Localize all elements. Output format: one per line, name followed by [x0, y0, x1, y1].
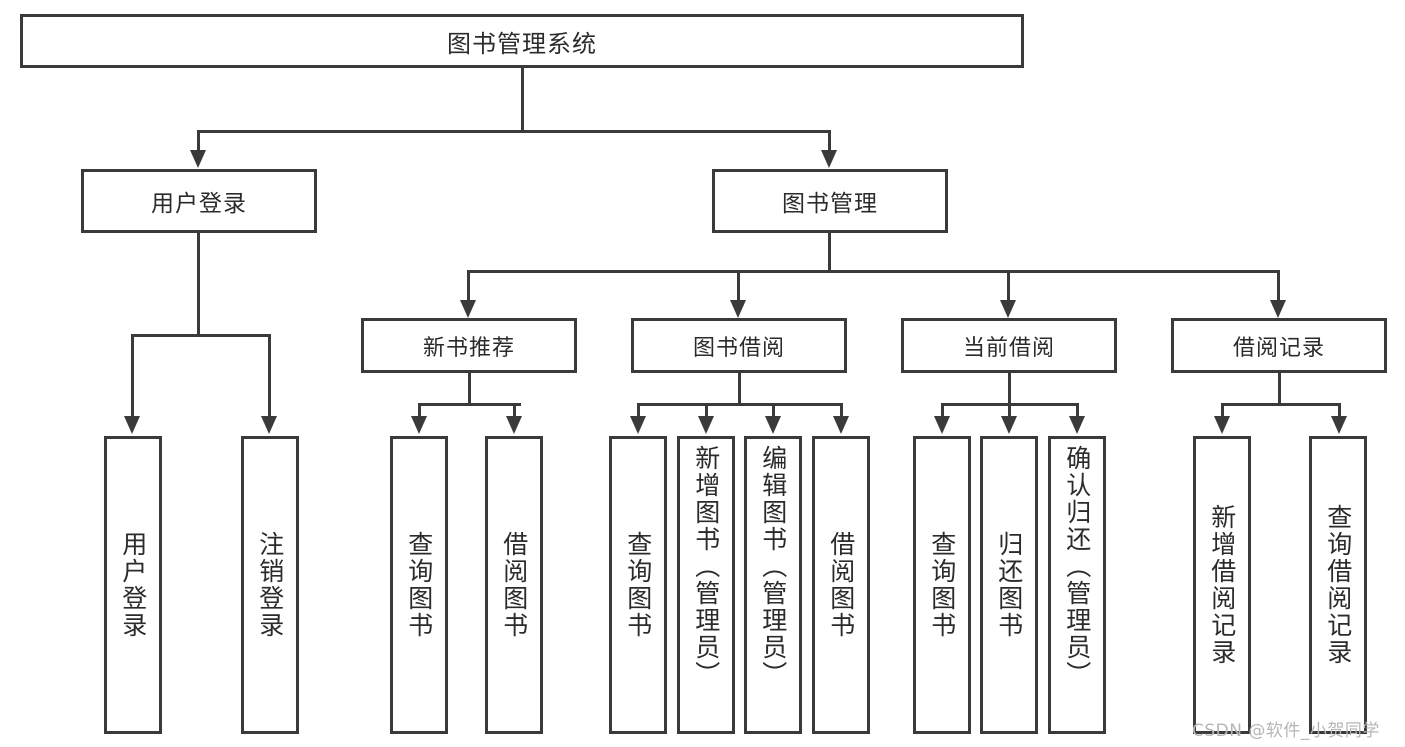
node-book-management[interactable]: 图书管理 [712, 169, 948, 233]
connector-bb-drop-1 [637, 403, 640, 418]
arrow-to-leaf-user-login [124, 416, 140, 434]
arrow-to-new-book-recommend [460, 300, 476, 318]
connector-book-management-bar [467, 270, 1279, 273]
node-leaf-logout-login[interactable]: 注销登录 [241, 436, 299, 734]
connector-bm-drop-2 [737, 270, 740, 302]
arrow-to-leaf-add-borrow-record [1214, 416, 1230, 434]
connector-nbr-drop-1 [418, 403, 421, 418]
arrow-to-borrow-record [1270, 300, 1286, 318]
connector-bm-drop-4 [1277, 270, 1280, 302]
node-borrow-record[interactable]: 借阅记录 [1171, 318, 1387, 373]
node-leaf-add-book[interactable]: 新增图书（管理员） [677, 436, 735, 734]
connector-bm-drop-1 [467, 270, 470, 302]
arrow-root-to-user-login [190, 150, 206, 168]
arrow-to-leaf-borrow-book-2 [833, 416, 849, 434]
connector-root-to-book-management [828, 130, 831, 152]
node-leaf-borrow-book-2[interactable]: 借阅图书 [812, 436, 870, 734]
node-label: 新书推荐 [422, 335, 515, 361]
arrow-to-leaf-edit-book [765, 416, 781, 434]
arrow-to-leaf-query-borrow-record [1331, 416, 1347, 434]
arrow-to-current-borrow [1000, 300, 1016, 318]
connector-nbr-stem [468, 373, 471, 403]
arrow-to-leaf-logout-login [261, 416, 277, 434]
node-label: 用户登录 [118, 531, 148, 639]
arrow-root-to-book-management [821, 150, 837, 168]
connector-root-bar [197, 130, 831, 133]
connector-cb-drop-1 [941, 403, 944, 418]
node-label: 图书管理系统 [447, 29, 597, 58]
node-label: 图书借阅 [692, 335, 785, 361]
connector-nbr-drop-2 [513, 403, 516, 418]
node-label: 新增借阅记录 [1207, 504, 1237, 666]
node-label: 借阅记录 [1232, 335, 1325, 361]
node-label: 图书管理 [782, 191, 878, 217]
node-leaf-query-book-3[interactable]: 查询图书 [913, 436, 971, 734]
arrow-to-leaf-confirm-return [1069, 416, 1085, 434]
node-current-borrow[interactable]: 当前借阅 [901, 318, 1117, 373]
connector-bm-drop-3 [1007, 270, 1010, 302]
connector-br-stem [1278, 373, 1281, 403]
connector-bb-stem [738, 373, 741, 403]
connector-nbr-bar [418, 403, 521, 406]
connector-cb-stem [1008, 373, 1011, 403]
node-label: 查询图书 [404, 531, 434, 639]
node-leaf-user-login[interactable]: 用户登录 [104, 436, 162, 734]
connector-book-management-stem [828, 233, 831, 270]
node-label: 查询图书 [927, 531, 957, 639]
node-label: 借阅图书 [826, 531, 856, 639]
node-leaf-query-book-1[interactable]: 查询图书 [390, 436, 448, 734]
arrow-to-leaf-query-book-2 [630, 416, 646, 434]
node-label: 用户登录 [151, 191, 247, 217]
watermark-text: CSDN @软件_小贺同学 [1192, 721, 1380, 741]
node-root-system[interactable]: 图书管理系统 [20, 14, 1024, 68]
connector-bb-drop-2 [705, 403, 708, 418]
connector-br-bar [1221, 403, 1338, 406]
node-label: 归还图书 [994, 531, 1024, 639]
node-label: 查询借阅记录 [1323, 504, 1353, 666]
arrow-to-leaf-query-book-3 [934, 416, 950, 434]
connector-user-login-drop-2 [268, 334, 271, 418]
connector-user-login-bar [131, 334, 268, 337]
node-leaf-query-book-2[interactable]: 查询图书 [609, 436, 667, 734]
arrow-to-leaf-return-book [1001, 416, 1017, 434]
node-label: 确认归还（管理员） [1062, 445, 1092, 688]
node-label: 编辑图书（管理员） [758, 445, 788, 688]
node-leaf-add-borrow-record[interactable]: 新增借阅记录 [1193, 436, 1251, 734]
node-new-book-recommend[interactable]: 新书推荐 [361, 318, 577, 373]
node-leaf-borrow-book-1[interactable]: 借阅图书 [485, 436, 543, 734]
node-leaf-return-book[interactable]: 归还图书 [980, 436, 1038, 734]
connector-bb-drop-3 [772, 403, 775, 418]
connector-br-drop-1 [1221, 403, 1224, 418]
node-label: 新增图书（管理员） [691, 445, 721, 688]
connector-user-login-drop-1 [131, 334, 134, 418]
connector-cb-drop-3 [1076, 403, 1079, 418]
node-book-borrow[interactable]: 图书借阅 [631, 318, 847, 373]
connector-cb-drop-2 [1008, 403, 1011, 418]
connector-user-login-stem [197, 233, 200, 334]
connector-br-drop-2 [1338, 403, 1341, 418]
connector-bb-bar [637, 403, 840, 406]
node-leaf-query-borrow-record[interactable]: 查询借阅记录 [1309, 436, 1367, 734]
node-label: 借阅图书 [499, 531, 529, 639]
node-label: 查询图书 [623, 531, 653, 639]
node-user-login[interactable]: 用户登录 [81, 169, 317, 233]
node-leaf-confirm-return[interactable]: 确认归还（管理员） [1048, 436, 1106, 734]
node-label: 当前借阅 [962, 335, 1055, 361]
node-leaf-edit-book[interactable]: 编辑图书（管理员） [744, 436, 802, 734]
arrow-to-leaf-query-book-1 [411, 416, 427, 434]
connector-root-to-user-login [197, 130, 200, 152]
arrow-to-leaf-add-book [698, 416, 714, 434]
arrow-to-leaf-borrow-book-1 [506, 416, 522, 434]
arrow-to-book-borrow [730, 300, 746, 318]
node-label: 注销登录 [255, 531, 285, 639]
connector-root-stem [521, 68, 524, 130]
connector-bb-drop-4 [840, 403, 843, 418]
